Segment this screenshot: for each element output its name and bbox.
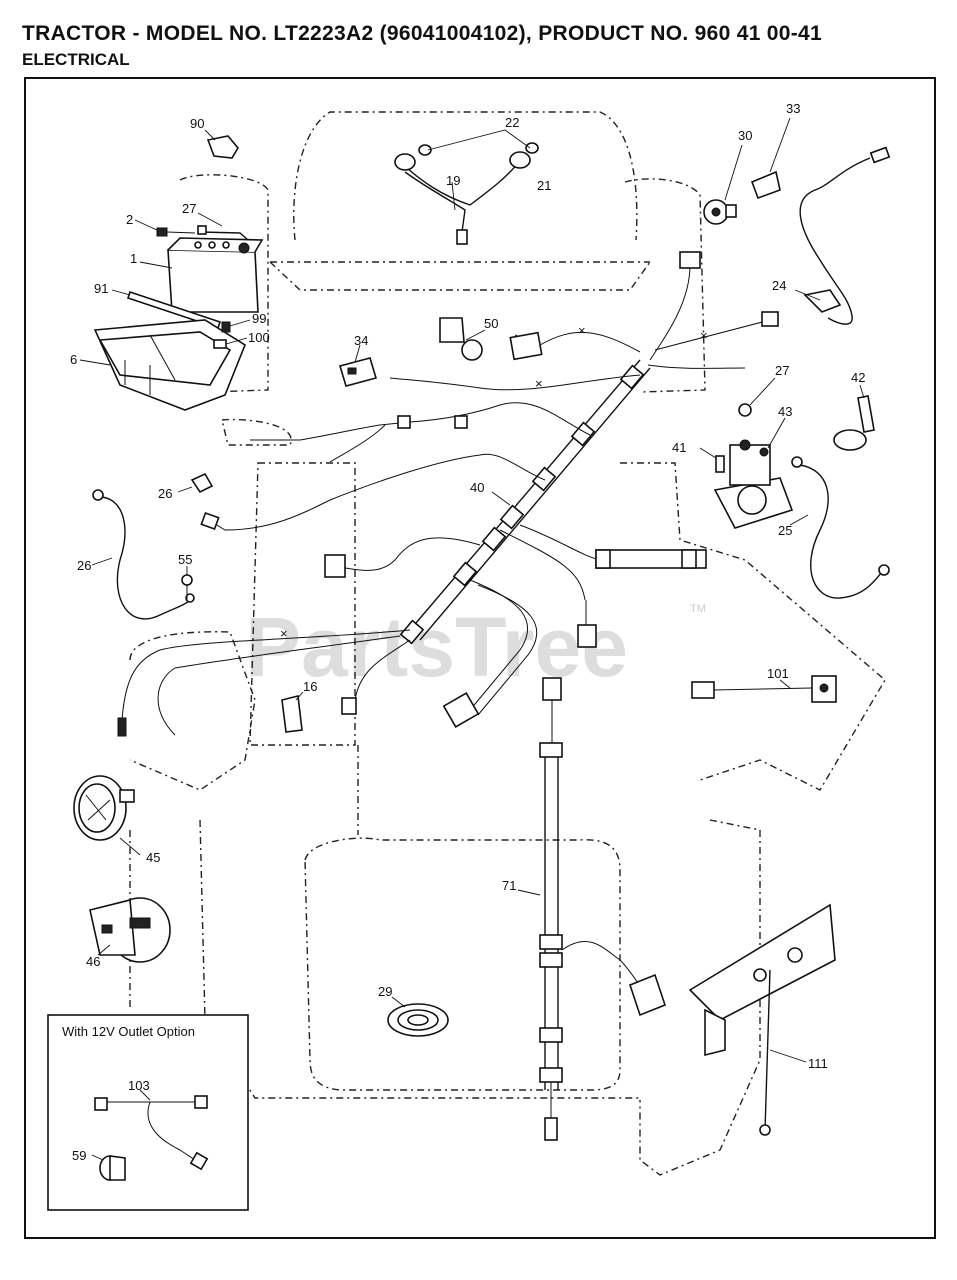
callout-33: 33: [786, 101, 800, 116]
part-24-cable: [799, 146, 891, 325]
part-26-nut: [190, 472, 214, 494]
part-21-headlight-harness: [394, 129, 539, 245]
page-subtitle: ELECTRICAL: [22, 50, 130, 69]
svg-text:×: ×: [700, 328, 708, 343]
diagram-frame: [24, 77, 936, 1239]
part-90-bracket: [206, 135, 239, 159]
callout-101: 101: [767, 666, 789, 681]
part-43-solenoid: [713, 439, 794, 529]
callout-2: 2: [126, 212, 133, 227]
part-26-cable: [92, 489, 195, 620]
callout-40: 40: [470, 480, 484, 495]
part-99-screw: [221, 321, 231, 333]
callout-30: 30: [738, 128, 752, 143]
callout-24: 24: [772, 278, 786, 293]
callout-46: 46: [86, 954, 100, 969]
part-27-ground-cable: [738, 403, 752, 417]
callout-26-nut: 26: [158, 486, 172, 501]
page-title: TRACTOR - MODEL NO. LT2223A2 (9604100410…: [22, 22, 823, 45]
part-29-grommet: [387, 1003, 449, 1037]
callout-26-cable: 26: [77, 558, 91, 573]
part-25-cable: [791, 456, 890, 599]
callout-34: 34: [354, 333, 368, 348]
callout-1: 1: [130, 251, 137, 266]
part-41-bolt: [715, 455, 725, 473]
part-6-battery-tray: [93, 319, 246, 411]
watermark-tm: TM: [690, 603, 706, 615]
callout-29: 29: [378, 984, 392, 999]
callout-41: 41: [672, 440, 686, 455]
callout-111: 111: [808, 1056, 828, 1071]
callout-59: 59: [72, 1148, 86, 1163]
callout-45: 45: [146, 850, 160, 865]
part-111-bracket: [688, 903, 836, 1136]
callout-50: 50: [484, 316, 498, 331]
callout-55: 55: [178, 552, 192, 567]
watermark: PartsTree: [245, 600, 628, 694]
callout-90: 90: [190, 116, 204, 131]
part-30-ignition-switch: [703, 199, 737, 225]
part-103-outlet-harness: [94, 1095, 209, 1171]
part-100-nut: [213, 339, 227, 349]
svg-text:×: ×: [578, 323, 586, 338]
callout-21: 21: [537, 178, 551, 193]
part-1-battery: [167, 237, 264, 313]
part-40-main-harness: [117, 251, 779, 737]
callout-25: 25: [778, 523, 792, 538]
part-34-relay: [338, 357, 378, 387]
part-2-bolt: [156, 227, 196, 237]
callout-6: 6: [70, 352, 77, 367]
part-46-gauge: [89, 897, 171, 963]
part-16-switch: [281, 695, 303, 733]
part-50-switch: [439, 317, 483, 361]
svg-text:×: ×: [535, 376, 543, 391]
callout-43: 43: [778, 404, 792, 419]
callout-42: 42: [851, 370, 865, 385]
part-33-switch: [750, 170, 781, 200]
callout-19: 19: [446, 173, 460, 188]
callout-91: 91: [94, 281, 108, 296]
part-45-hour-meter: [73, 775, 135, 841]
callout-27-ground: 27: [775, 363, 789, 378]
part-71-harness: [539, 677, 666, 1141]
harness-cut-markers: × × × ×: [280, 323, 708, 641]
part-59-outlet: [99, 1155, 126, 1181]
svg-text:×: ×: [280, 626, 288, 641]
callout-103: 103: [128, 1078, 150, 1093]
callout-99: 99: [252, 311, 266, 326]
callout-71: 71: [502, 878, 516, 893]
callout-27-battery: 27: [182, 201, 196, 216]
part-27-battery-cable: [197, 225, 249, 241]
callout-22: 22: [505, 115, 519, 130]
callout-100: 100: [248, 330, 270, 345]
part-101-wire: [691, 675, 837, 703]
option-box-label: With 12V Outlet Option: [62, 1024, 195, 1039]
part-42-cable-end: [833, 395, 875, 451]
callout-16: 16: [303, 679, 317, 694]
